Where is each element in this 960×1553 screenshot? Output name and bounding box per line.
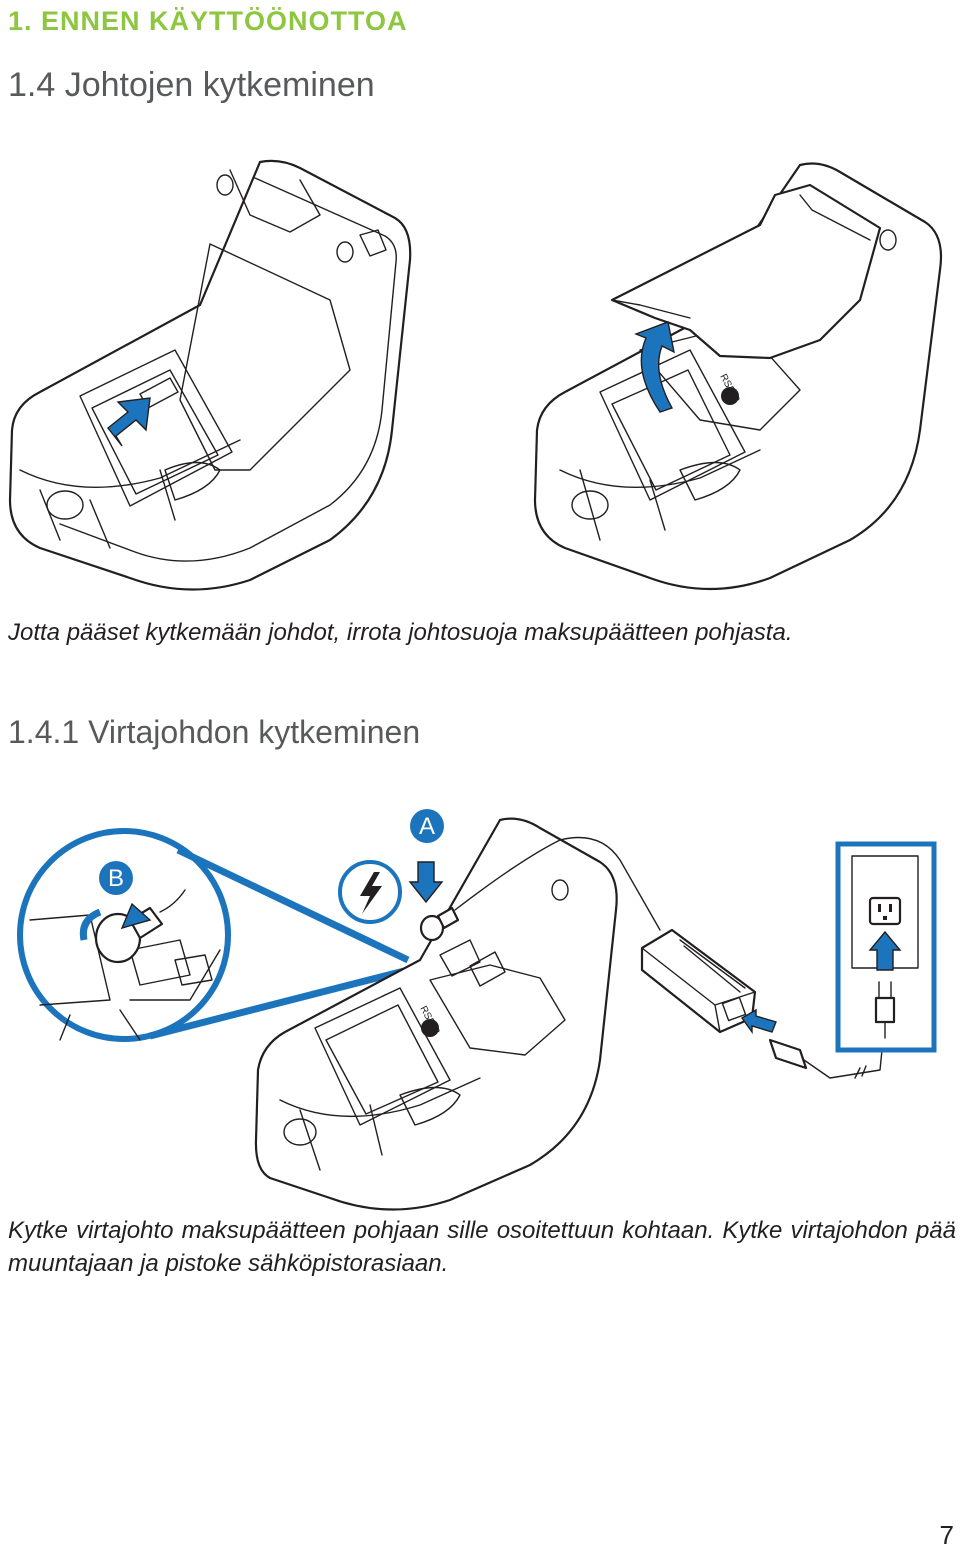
power-adapter-illustration [640,928,885,1079]
wall-outlet-illustration [835,841,937,1053]
section-title: 1.4 Johtojen kytkeminen [8,66,375,104]
wall-outlet-icon [868,896,902,926]
rotate-arrow-icon [79,908,102,941]
right-terminal-illustration: RS232 [533,162,943,591]
callout-a-label: A [419,813,435,840]
up-arrow-icon [868,930,902,971]
left-terminal-illustration [8,159,412,591]
page-number: 7 [939,1520,954,1550]
subsection-title: 1.4.1 Virtajohdon kytkeminen [8,714,421,750]
caption-cover-removal: Jotta pääset kytkemään johdot, irrota jo… [8,619,793,646]
terminal-illustration: RS232 [254,817,661,1211]
power-connection-figure: B RS232 A [17,809,937,1211]
lightning-icon [360,872,382,914]
chapter-title: 1. ENNEN KÄYTTÖÖNOTTOA [8,6,408,36]
plug-arrow-icon [740,1008,777,1035]
down-arrow-icon [408,861,444,904]
push-arrow-icon [107,397,151,447]
caption-power-connection: Kytke virtajohto maksupäätteen pohjaan s… [8,1217,956,1277]
cover-removal-figure: RS232 [8,159,943,591]
lift-arrow-icon [634,321,675,413]
zoom-callout-b: B [17,828,231,1042]
callout-b-label: B [108,865,124,892]
